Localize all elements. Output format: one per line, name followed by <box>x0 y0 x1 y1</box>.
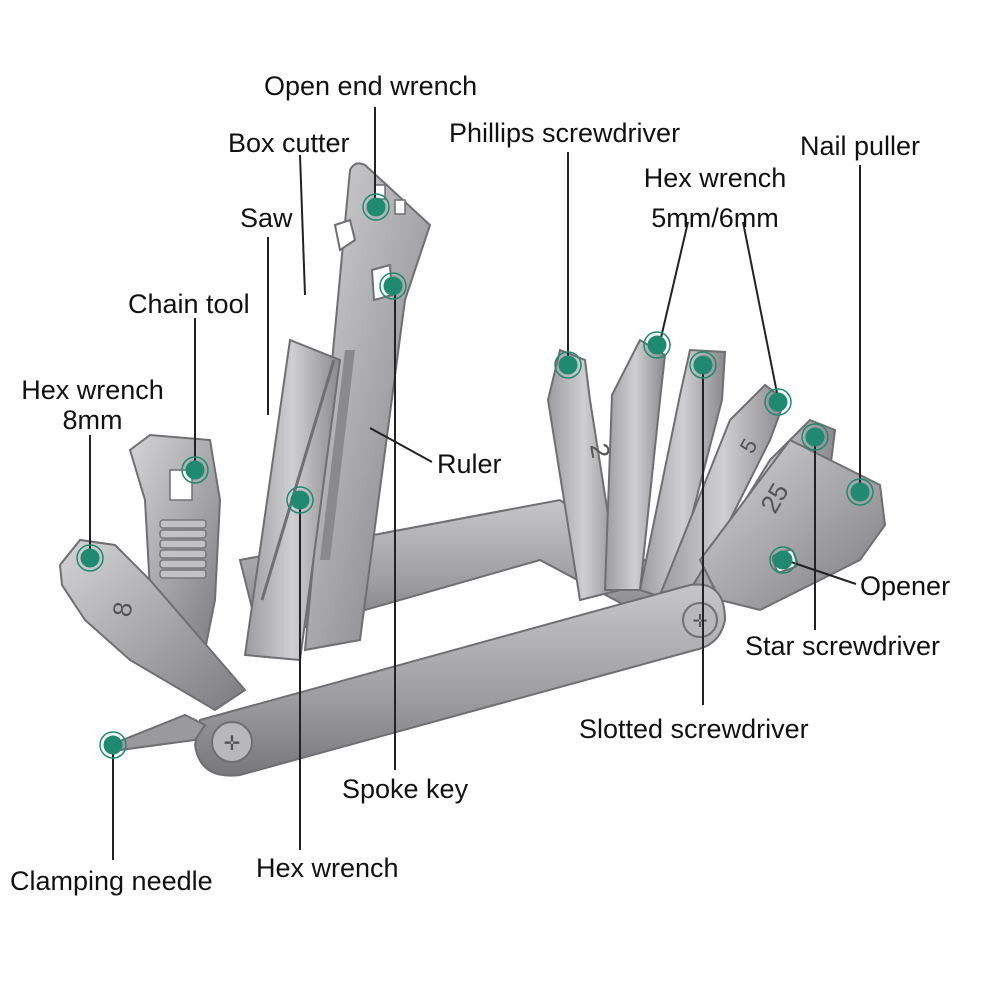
label-opener: Opener <box>860 571 951 601</box>
leader-lines <box>89 107 861 860</box>
svg-text:✛: ✛ <box>224 733 241 755</box>
marker-clamping-needle <box>99 731 127 759</box>
label-hex-wrench-5-6mm-line1: Hex wrench <box>643 163 787 193</box>
label-chain-tool: Chain tool <box>128 289 250 319</box>
marker-opener <box>769 546 797 574</box>
label-spoke-key: Spoke key <box>342 774 469 804</box>
label-saw: Saw <box>240 203 293 233</box>
label-nail-puller: Nail puller <box>800 131 921 161</box>
bit-fan <box>546 338 887 612</box>
label-hex-wrench-8mm: Hex wrench 8mm <box>10 375 175 435</box>
hex-marking-8: 8 <box>106 600 138 619</box>
label-ruler: Ruler <box>437 449 502 479</box>
marker-hex-wrench-6mm <box>764 388 792 416</box>
marker-star-screwdriver <box>801 423 829 451</box>
label-hex-wrench: Hex wrench <box>256 853 399 883</box>
label-hex-wrench-5-6mm: Hex wrench 5mm/6mm <box>630 163 800 233</box>
marker-phillips-screwdriver <box>554 351 582 379</box>
marker-spoke-key <box>379 272 407 300</box>
label-hex-wrench-5-6mm-line2: 5mm/6mm <box>651 203 779 233</box>
markers <box>76 193 874 759</box>
label-star-screwdriver: Star screwdriver <box>745 631 941 661</box>
label-clamping-needle: Clamping needle <box>10 866 213 896</box>
label-open-end-wrench: Open end wrench <box>264 71 478 101</box>
svg-text:✛: ✛ <box>692 611 707 631</box>
marker-chain-tool <box>181 456 209 484</box>
marker-hex-wrench <box>286 486 314 514</box>
label-box-cutter: Box cutter <box>228 128 350 158</box>
marker-hex-wrench-5mm <box>643 331 671 359</box>
marker-open-end-wrench <box>362 193 390 221</box>
label-hex-wrench-8mm-line2: 8mm <box>62 405 123 435</box>
clamping-needle-body <box>113 713 207 752</box>
marker-nail-puller <box>846 478 874 506</box>
label-hex-wrench-8mm-line1: Hex wrench <box>21 375 164 405</box>
hex-wrench-8mm-body <box>58 538 247 712</box>
bit-marking-2: 2 <box>584 441 616 460</box>
label-slotted-screwdriver: Slotted screwdriver <box>579 714 809 744</box>
marker-slotted-screwdriver <box>689 351 717 379</box>
label-phillips-screwdriver: Phillips screwdriver <box>449 118 681 148</box>
marker-hex-wrench-8mm <box>76 544 104 572</box>
